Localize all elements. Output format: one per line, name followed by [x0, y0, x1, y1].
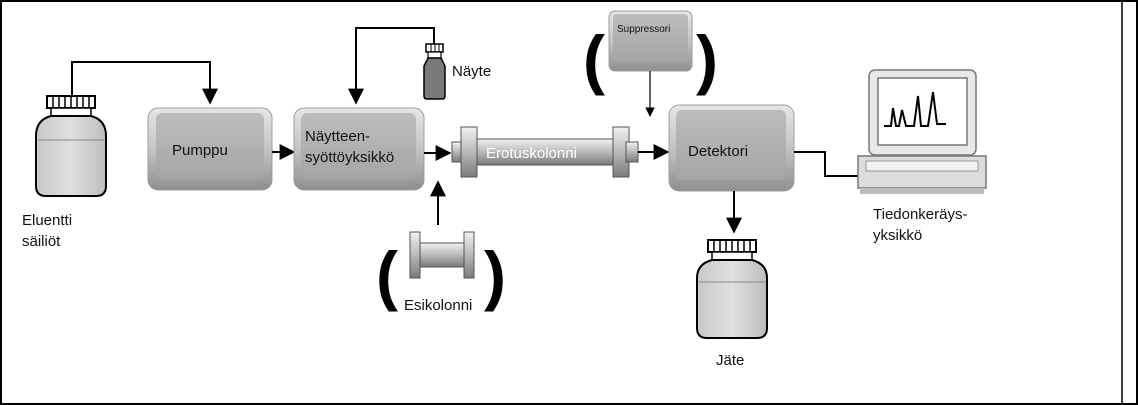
guard-close-paren: ): [484, 238, 506, 312]
guard-column-icon: [409, 231, 475, 279]
data-system-label-line1: Tiedonkeräys-: [873, 206, 967, 223]
connector-sample-injector: [348, 27, 435, 105]
eluent-label-line2: säiliöt: [22, 233, 61, 250]
suppressor-open-paren: (: [583, 22, 605, 96]
data-system-label-line2: yksikkö: [873, 227, 922, 244]
pump-label: Pumppu: [172, 142, 228, 159]
injector-box: [293, 107, 425, 191]
injector-label-line2: syöttöyksikkö: [305, 149, 394, 166]
suppressor-label: Suppressori: [617, 24, 670, 35]
sample-vial-icon: [423, 43, 446, 100]
guard-open-paren: (: [376, 238, 398, 312]
eluent-bottle-icon: [35, 95, 107, 197]
guard-column-label: Esikolonni: [404, 297, 472, 314]
column-label: Erotuskolonni: [486, 145, 577, 162]
connector-eluent-pump: [71, 61, 218, 105]
suppressor-close-paren: ): [696, 22, 718, 96]
separation-column-icon: [451, 126, 639, 178]
suppressor-box: [608, 10, 693, 72]
detector-box: [668, 104, 795, 192]
injector-label-line1: Näytteen-: [305, 128, 370, 145]
waste-bottle-icon: [696, 239, 768, 339]
eluent-label-line1: Eluentti: [22, 212, 72, 229]
detector-label: Detektori: [688, 143, 748, 160]
connector-detector-data-system: [794, 151, 858, 177]
pump-box: [147, 107, 273, 191]
computer-icon: [857, 69, 987, 194]
waste-label: Jäte: [716, 352, 744, 369]
sample-label: Näyte: [452, 63, 491, 80]
